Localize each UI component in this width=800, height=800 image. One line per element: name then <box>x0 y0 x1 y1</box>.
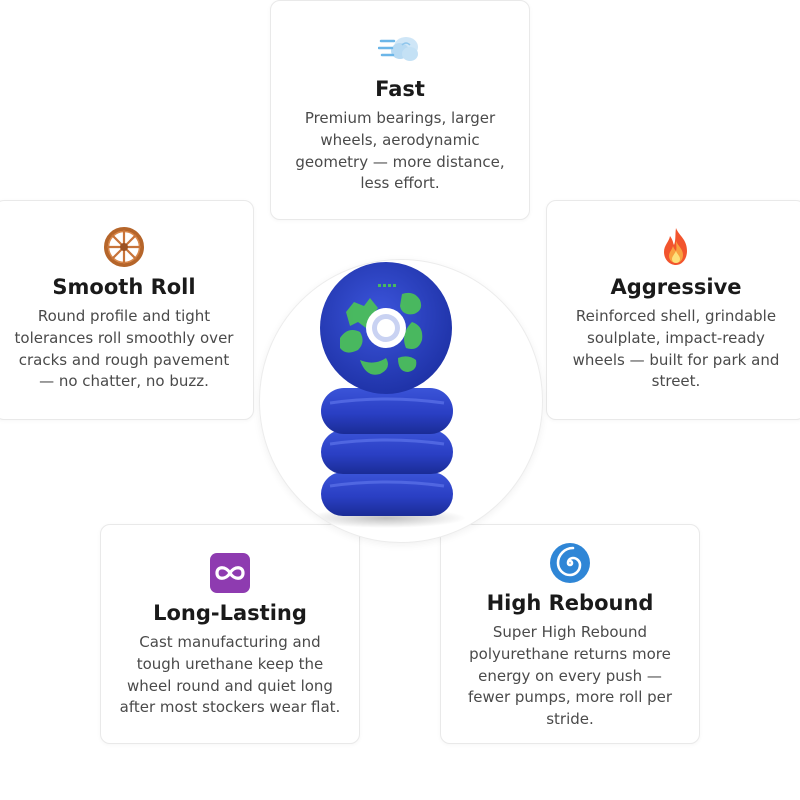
feature-card-aggressive: Aggressive Reinforced shell, grindable s… <box>546 200 800 420</box>
feature-description: Reinforced shell, grindable soulplate, i… <box>572 307 780 391</box>
fire-icon <box>565 225 787 269</box>
feature-card-fast: Fast Premium bearings, larger wheels, ae… <box>270 0 530 220</box>
stacked-wheel-middle <box>321 430 453 474</box>
feature-title: Smooth Roll <box>52 275 196 299</box>
stacked-wheel-bottom <box>321 472 453 516</box>
feature-description: Cast manufacturing and tough urethane ke… <box>119 633 341 717</box>
dash-wind-icon <box>289 27 511 71</box>
wheel-stack-illustration <box>306 262 466 528</box>
product-image <box>259 259 543 543</box>
feature-title: High Rebound <box>486 591 654 615</box>
wagon-wheel-icon <box>13 225 235 269</box>
cyclone-icon <box>459 541 681 585</box>
feature-title: Long-Lasting <box>153 601 307 625</box>
feature-card-high-rebound: High Rebound Super High Rebound polyuret… <box>440 524 700 744</box>
infinity-icon <box>119 551 341 595</box>
feature-card-long-lasting: Long-Lasting Cast manufacturing and toug… <box>100 524 360 744</box>
feature-title: Fast <box>375 77 425 101</box>
upright-wheel <box>320 262 452 394</box>
feature-card-smooth-roll: Smooth Roll Round profile and tight tole… <box>0 200 254 420</box>
feature-description: Round profile and tight tolerances roll … <box>14 307 234 391</box>
stacked-wheel-top <box>321 388 453 434</box>
feature-title: Aggressive <box>610 275 742 299</box>
feature-description: Super High Rebound polyurethane returns … <box>467 623 673 729</box>
feature-description: Premium bearings, larger wheels, aerodyn… <box>295 109 505 193</box>
